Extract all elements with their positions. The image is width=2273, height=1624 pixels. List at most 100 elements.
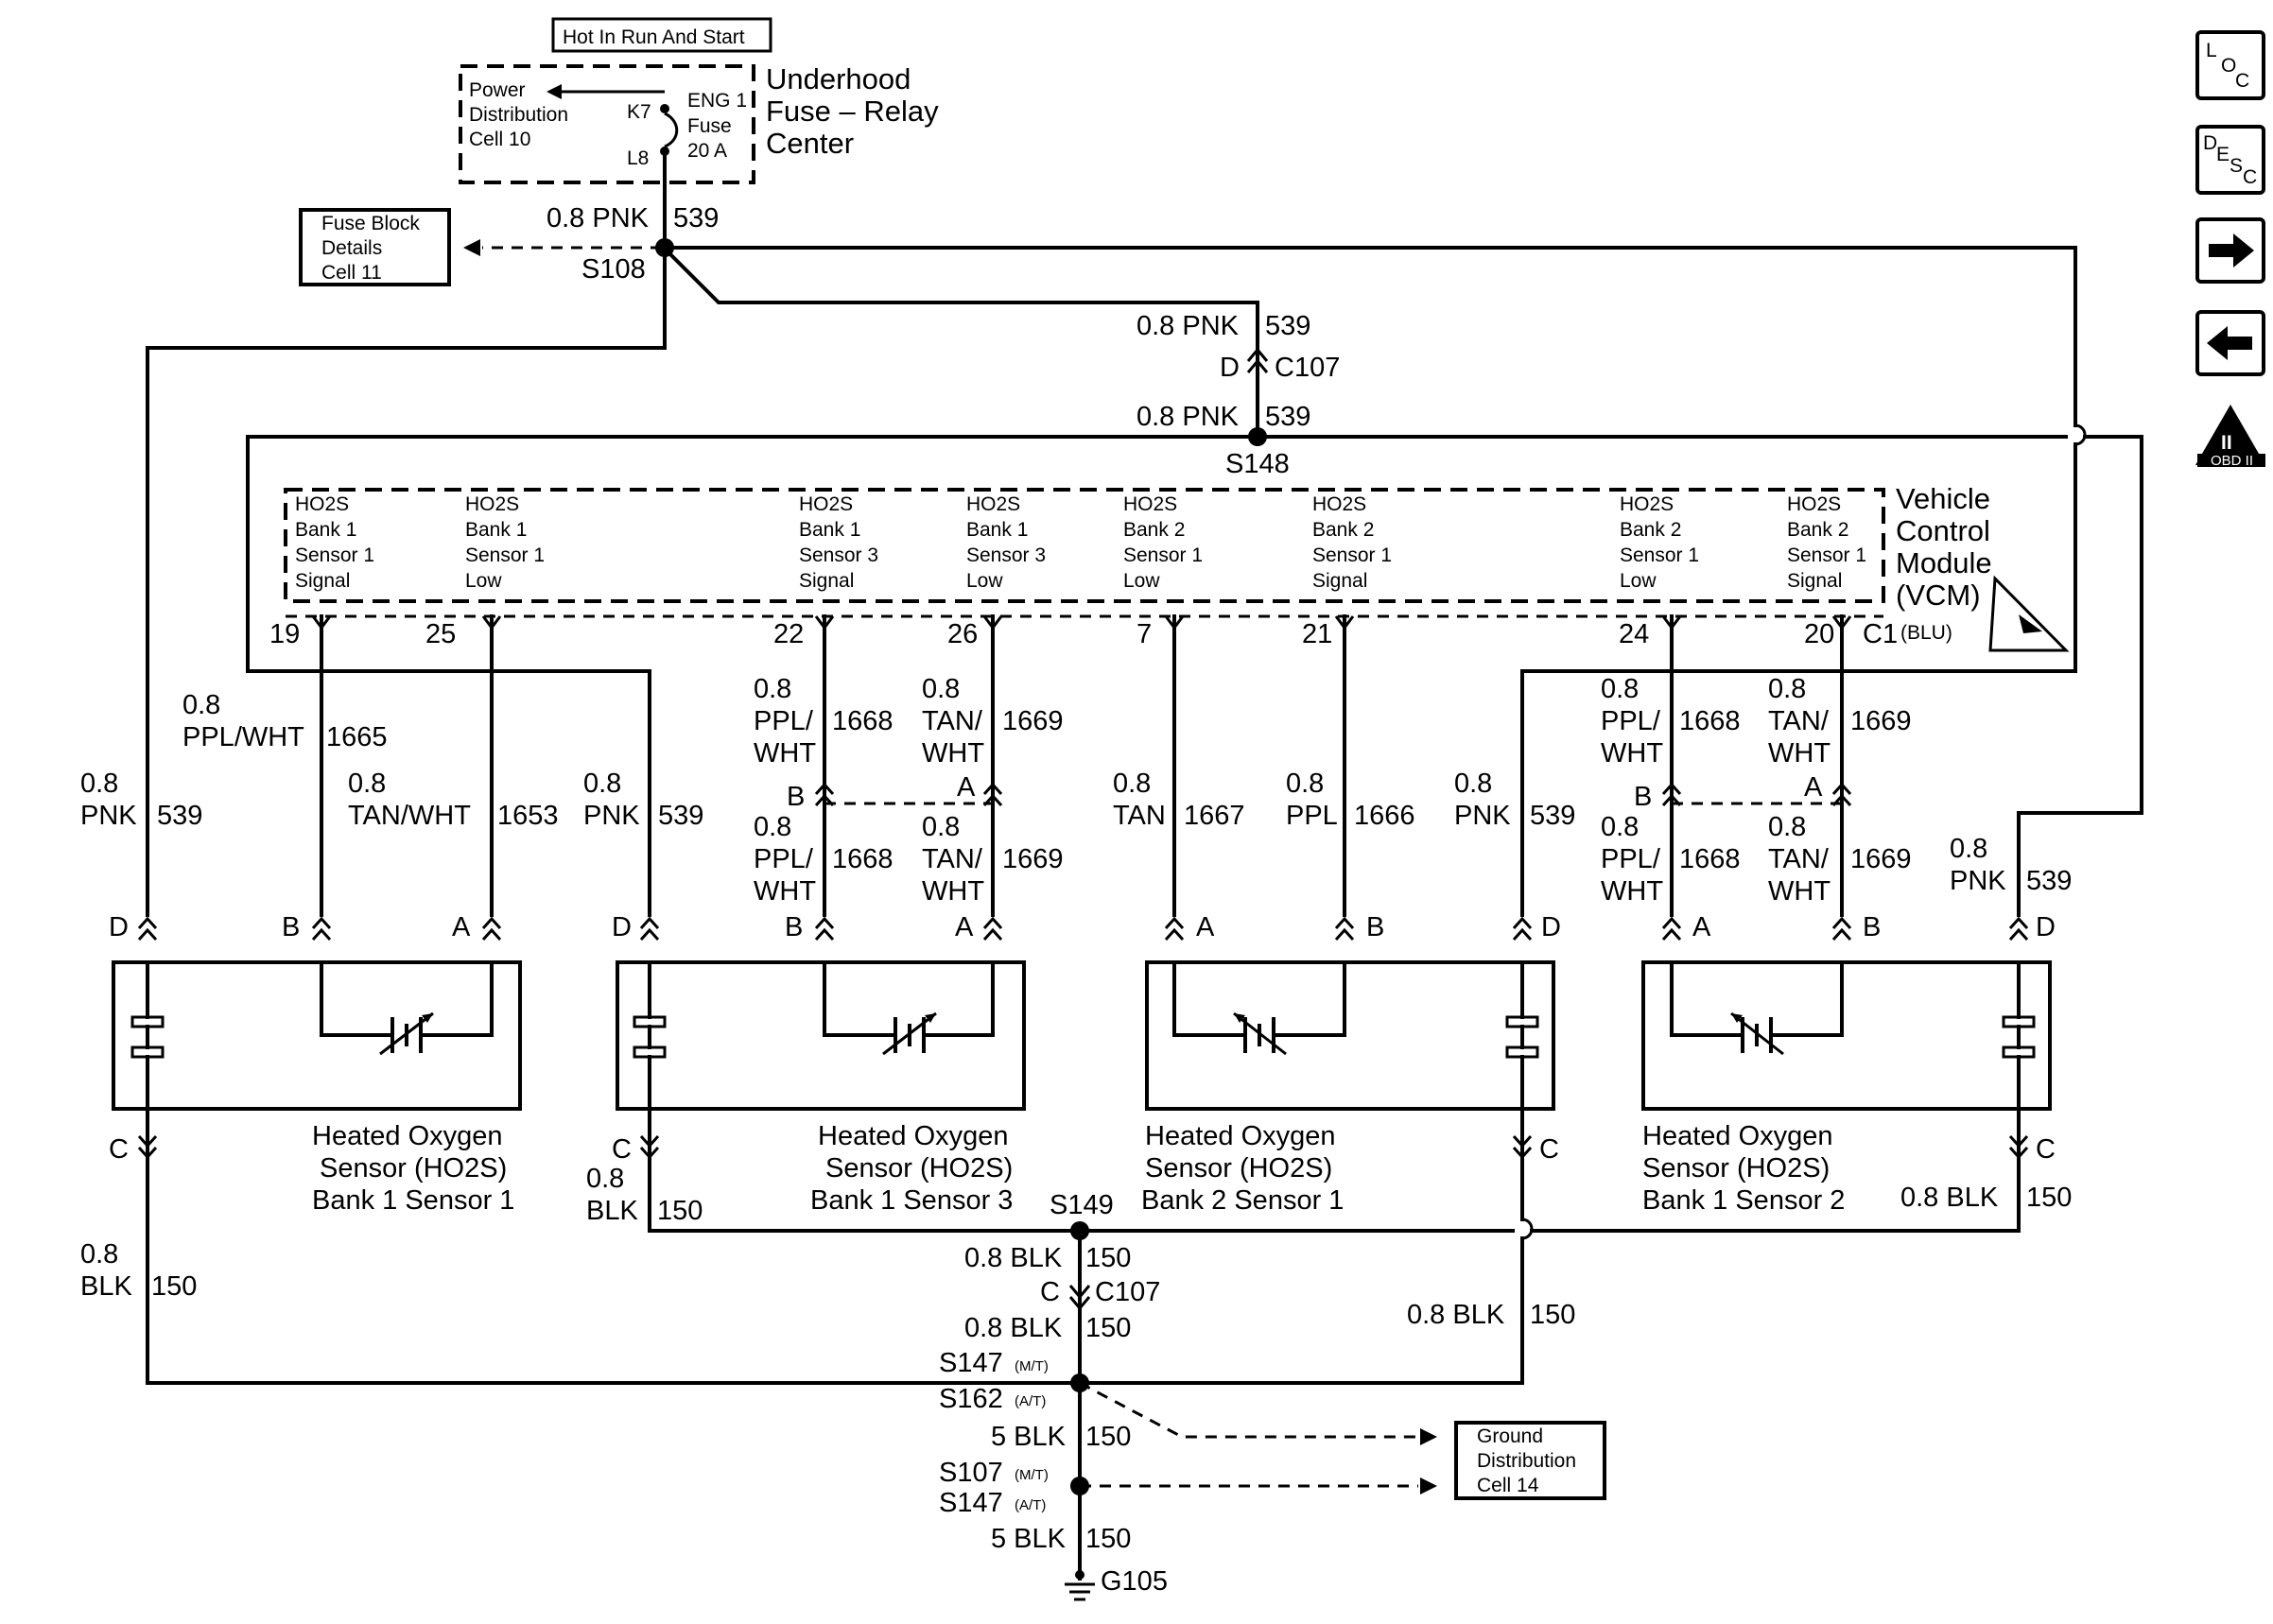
vcm-terminal-6-line-3: Low (1620, 570, 1657, 592)
connector-chevron-icon (814, 916, 835, 930)
at-label: (A/T) (1015, 1393, 1046, 1409)
vcm-box (284, 488, 1885, 603)
ground-distribution-box[interactable] (1454, 1421, 1606, 1500)
s2-sig-color1-b: PPL/ (1601, 844, 1661, 874)
s3-sig-circuit-b: 1668 (832, 844, 894, 874)
connector-chevron-icon (1164, 927, 1185, 942)
underhood-fuse-relay-box (459, 64, 755, 184)
pin-a: A (1196, 912, 1215, 942)
s3-low-size-b: 0.8 (922, 812, 960, 842)
sensor-b1s2-line-2: Sensor (HO2S) (1642, 1153, 1830, 1183)
vcm-terminal-1-line-3: Low (465, 570, 502, 592)
fuse-line-2: Fuse (687, 115, 732, 137)
pin-a: A (957, 772, 976, 803)
pin-a: A (955, 912, 974, 942)
sensors: Heated Oxygen Sensor (HO2S) Bank 1 Senso… (112, 960, 2052, 1216)
vcm-terminal-6-line-1: Bank 2 (1620, 519, 1681, 541)
connector-chevron-icon (1661, 782, 1682, 796)
fuse-line-1: ENG 1 (687, 90, 747, 112)
connector-chevron-icon (311, 916, 332, 930)
after-s149-wire: 0.8 BLK (964, 1243, 1063, 1273)
ground-dist-line-2: Distribution (1477, 1450, 1576, 1472)
loc-letter-c: C (2235, 70, 2249, 92)
desc-letter-c: C (2243, 166, 2257, 188)
obd2-button[interactable]: II OBD II (2195, 405, 2265, 469)
loc-button[interactable]: L O C (2195, 30, 2265, 100)
s2-sig-circuit-b: 1668 (1679, 844, 1741, 874)
pin-b: B (787, 782, 805, 812)
pin-a: A (1804, 772, 1823, 803)
desc-button[interactable]: D E S C (2195, 125, 2265, 195)
pin-b: B (785, 912, 803, 942)
vcm-terminal-4-line-0: HO2S (1123, 493, 1177, 515)
pdc-line-1: Power (469, 79, 526, 101)
vcm-name-1: Vehicle (1896, 482, 1990, 515)
vcm-terminal-5-line-0: HO2S (1312, 493, 1366, 515)
connector-chevron-icon (1512, 927, 1533, 942)
s1-low-circuit: 1653 (497, 801, 559, 831)
desc-letter-s: S (2230, 155, 2243, 177)
c107-wire-2: 0.8 PNK (1136, 402, 1240, 432)
arrow-right-icon (2209, 233, 2254, 268)
mt-label: (M/T) (1015, 1467, 1049, 1483)
s3-low-color2-a: WHT (922, 738, 984, 769)
vcm-terminal-2-line-3: Signal (799, 570, 854, 592)
s2-blk-circuit: 150 (2026, 1183, 2072, 1213)
k7-label: K7 (627, 101, 651, 123)
prev-button[interactable] (2195, 310, 2265, 376)
fuse-block-line-1: Fuse Block (321, 213, 420, 234)
oxygen-cell-icon (1229, 1011, 1290, 1056)
blk5-2-circuit: 150 (1085, 1524, 1131, 1554)
wire-labels: 0.8 PNK 539 0.8 PPL/WHT 1665 0.8 TAN/WHT… (80, 674, 2072, 907)
s147-at-label: S147 (939, 1488, 1003, 1518)
s3-sig-color1-b: PPL/ (754, 844, 814, 874)
s3-low-circuit-b: 1669 (1002, 844, 1064, 874)
connector-chevron-icon (481, 916, 502, 930)
connector-chevron-icon (1661, 927, 1682, 942)
center-line-2: Fuse – Relay (766, 95, 939, 128)
oxygen-cell-icon (1726, 1011, 1787, 1056)
next-button[interactable] (2195, 217, 2265, 284)
s3-sig-circuit-a: 1668 (832, 706, 894, 736)
connector-chevron-icon (982, 927, 1003, 942)
s1-low-color: TAN/WHT (348, 801, 471, 831)
s1-pnk-size: 0.8 (80, 769, 118, 799)
s2-low-size-a: 0.8 (1768, 674, 1806, 704)
s3-pnk-circuit: 539 (658, 801, 703, 831)
s2-low-color2-b: WHT (1768, 876, 1831, 907)
vcm-pin-7: 7 (1136, 619, 1152, 649)
pin-b: B (1634, 782, 1652, 812)
s149-splice (1070, 1221, 1089, 1240)
s2-sig-color1-a: PPL/ (1601, 706, 1661, 736)
heater-icon (130, 1015, 165, 1059)
c107-s148: 0.8 PNK 539 D C107 0.8 PNK 539 S148 (246, 311, 2143, 917)
s3-low-color1-b: TAN/ (922, 844, 983, 874)
vcm-terminal-1-line-1: Bank 1 (465, 519, 527, 541)
connector-chevron-icon (137, 916, 158, 930)
s148-label: S148 (1225, 449, 1290, 479)
pdc-line-2: Distribution (469, 104, 568, 126)
s1-sig-size: 0.8 (182, 690, 220, 720)
vcm-pin-20: 20 (1804, 619, 1834, 649)
vcm-terminal-0-line-0: HO2S (295, 493, 349, 515)
vcm-pin-26: 26 (947, 619, 978, 649)
loc-letter-o: O (2221, 55, 2236, 77)
s2-low-size-b: 0.8 (1768, 812, 1806, 842)
ground-dist-line-1: Ground (1477, 1425, 1543, 1447)
fuse-block-box[interactable] (299, 208, 451, 286)
connector-chevron-icon (982, 793, 1003, 807)
s1-blk-circuit: 150 (151, 1271, 197, 1302)
sensor-b1s2-line-1: Heated Oxygen (1642, 1121, 1833, 1151)
vcm-terminal-1-line-2: Sensor 1 (465, 544, 545, 566)
sensor-b1s3-line-2: Sensor (HO2S) (825, 1153, 1013, 1183)
sensor-b1s3-box[interactable] (616, 960, 1026, 1111)
s2-low-color1-a: TAN/ (1768, 706, 1830, 736)
heater-icon (633, 1015, 667, 1059)
s3-blk-color: BLK (586, 1196, 638, 1226)
vcm-connector: C1 (1863, 619, 1898, 649)
pin-b: B (1366, 912, 1384, 942)
ground-dist-arrow-icon (1420, 1428, 1437, 1445)
vcm-terminal-4-line-3: Low (1123, 570, 1160, 592)
vcm-pin-21: 21 (1302, 619, 1332, 649)
vcm-terminal-0-line-3: Signal (295, 570, 350, 592)
